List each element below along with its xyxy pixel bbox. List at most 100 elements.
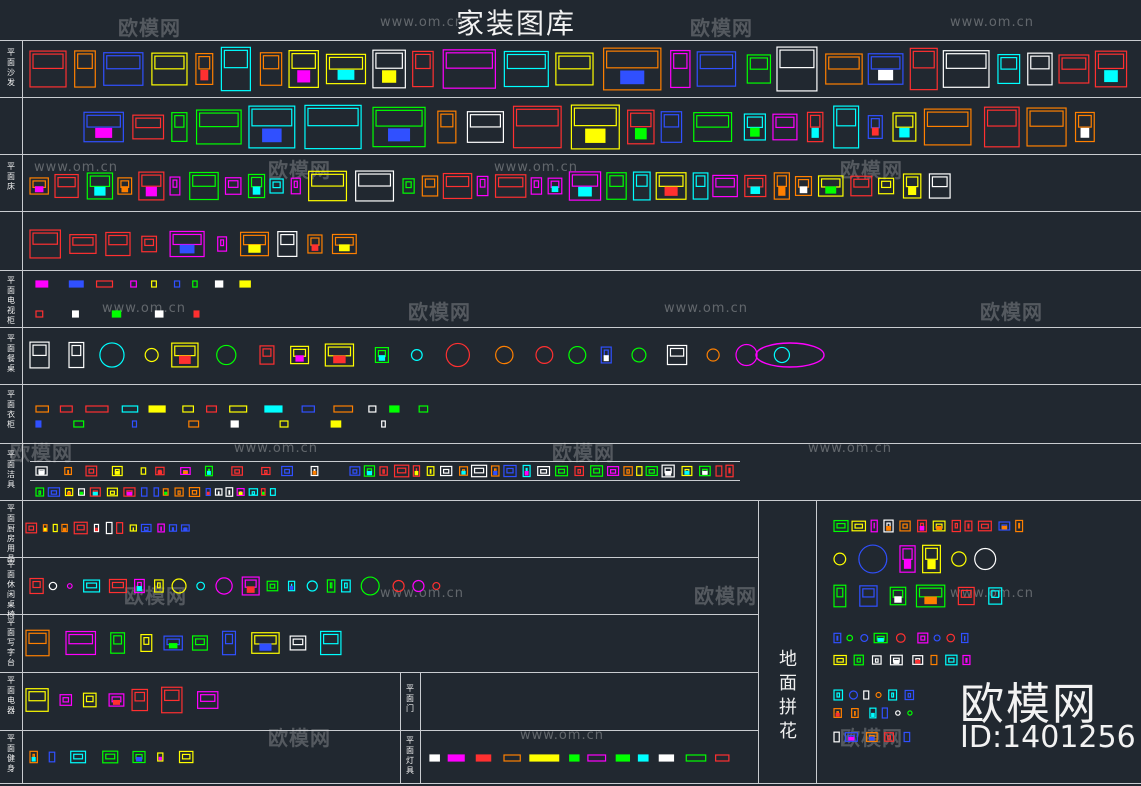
cad-symbol[interactable] <box>927 559 936 570</box>
cad-symbol[interactable] <box>239 231 270 257</box>
cad-symbol[interactable] <box>892 112 917 142</box>
cad-symbol[interactable] <box>951 519 961 533</box>
cad-symbol[interactable] <box>635 174 648 187</box>
cad-symbol[interactable] <box>715 465 723 477</box>
cad-symbol[interactable] <box>281 465 294 477</box>
cad-symbol[interactable] <box>280 234 295 246</box>
cad-symbol[interactable] <box>665 470 672 476</box>
cad-symbol[interactable] <box>220 46 251 92</box>
cad-symbol[interactable] <box>180 466 191 476</box>
cad-symbol[interactable] <box>330 420 342 428</box>
cad-symbol[interactable] <box>224 177 242 195</box>
cad-symbol[interactable] <box>295 355 304 362</box>
cad-symbol[interactable] <box>899 545 916 573</box>
cad-symbol[interactable] <box>157 523 165 533</box>
cad-symbol[interactable] <box>909 47 938 91</box>
cad-symbol[interactable] <box>867 115 883 139</box>
cad-symbol[interactable] <box>182 470 188 474</box>
cad-symbol[interactable] <box>244 579 257 588</box>
cad-symbol[interactable] <box>25 522 38 534</box>
cad-symbol[interactable] <box>415 53 431 70</box>
cad-symbol[interactable] <box>264 469 268 474</box>
cad-symbol[interactable] <box>715 754 730 762</box>
cad-symbol[interactable] <box>73 420 85 428</box>
cad-symbol[interactable] <box>68 341 85 369</box>
cad-symbol[interactable] <box>381 420 386 428</box>
cad-symbol[interactable] <box>178 750 194 764</box>
cad-symbol[interactable] <box>997 53 1021 85</box>
cad-symbol[interactable] <box>74 50 96 88</box>
cad-symbol[interactable] <box>590 465 604 477</box>
cad-symbol[interactable] <box>627 109 655 145</box>
cad-symbol[interactable] <box>31 756 36 762</box>
cad-symbol[interactable] <box>94 186 106 196</box>
cad-symbol[interactable] <box>960 589 972 598</box>
cad-symbol[interactable] <box>293 180 298 189</box>
cad-symbol[interactable] <box>540 469 548 474</box>
cad-symbol[interactable] <box>887 735 892 740</box>
cad-symbol[interactable] <box>432 581 441 591</box>
cad-symbol[interactable] <box>62 697 70 703</box>
cad-symbol[interactable] <box>503 464 517 478</box>
cad-symbol[interactable] <box>366 470 373 476</box>
cad-symbol[interactable] <box>836 587 844 598</box>
cad-symbol[interactable] <box>426 466 435 476</box>
cad-symbol[interactable] <box>29 50 67 88</box>
cad-symbol[interactable] <box>197 691 219 709</box>
cad-symbol[interactable] <box>685 754 707 762</box>
cad-symbol[interactable] <box>130 280 137 288</box>
cad-symbol[interactable] <box>47 487 61 497</box>
cad-symbol[interactable] <box>537 466 551 476</box>
cad-symbol[interactable] <box>828 56 860 70</box>
cad-symbol[interactable] <box>925 547 938 560</box>
cad-symbol[interactable] <box>140 634 153 652</box>
cad-symbol[interactable] <box>892 589 904 598</box>
cad-symbol[interactable] <box>57 176 76 188</box>
cad-symbol[interactable] <box>833 584 847 608</box>
cad-symbol[interactable] <box>29 229 61 259</box>
cad-symbol[interactable] <box>111 310 122 318</box>
cad-symbol[interactable] <box>85 465 98 477</box>
cad-symbol[interactable] <box>164 491 168 495</box>
cad-symbol[interactable] <box>374 346 390 364</box>
cad-symbol[interactable] <box>73 521 88 535</box>
cad-symbol[interactable] <box>108 234 128 246</box>
cad-symbol[interactable] <box>214 280 224 288</box>
cad-symbol[interactable] <box>856 657 861 663</box>
cad-symbol[interactable] <box>155 466 165 476</box>
cad-symbol[interactable] <box>412 50 434 88</box>
cad-symbol[interactable] <box>191 489 198 495</box>
cad-symbol[interactable] <box>172 179 178 188</box>
cad-symbol[interactable] <box>440 465 453 477</box>
cad-symbol[interactable] <box>29 750 38 764</box>
cad-symbol[interactable] <box>512 105 562 149</box>
cad-symbol[interactable] <box>105 231 131 257</box>
cad-symbol[interactable] <box>869 707 877 719</box>
cad-symbol[interactable] <box>1094 50 1128 88</box>
cad-symbol[interactable] <box>174 345 196 357</box>
cad-symbol[interactable] <box>143 637 150 645</box>
cad-symbol[interactable] <box>204 465 213 477</box>
cad-symbol[interactable] <box>393 464 410 478</box>
cad-symbol[interactable] <box>157 752 164 762</box>
cad-symbol[interactable] <box>140 523 152 533</box>
cad-symbol[interactable] <box>85 405 109 413</box>
cad-symbol[interactable] <box>809 114 821 128</box>
cad-symbol[interactable] <box>29 577 44 595</box>
cad-symbol[interactable] <box>503 754 521 762</box>
cad-symbol[interactable] <box>600 346 612 364</box>
cad-symbol[interactable] <box>306 580 318 592</box>
cad-symbol[interactable] <box>844 732 858 742</box>
cad-symbol[interactable] <box>974 547 997 571</box>
cad-symbol[interactable] <box>860 633 869 643</box>
cad-symbol[interactable] <box>606 172 627 200</box>
cad-symbol[interactable] <box>960 632 969 644</box>
cad-symbol[interactable] <box>188 420 200 428</box>
cad-symbol[interactable] <box>198 55 211 70</box>
cad-symbol[interactable] <box>158 756 162 761</box>
cad-symbol[interactable] <box>924 596 937 605</box>
cad-symbol[interactable] <box>445 52 493 69</box>
cad-symbol[interactable] <box>392 579 405 593</box>
cad-symbol[interactable] <box>928 173 951 199</box>
cad-symbol[interactable] <box>877 637 884 642</box>
